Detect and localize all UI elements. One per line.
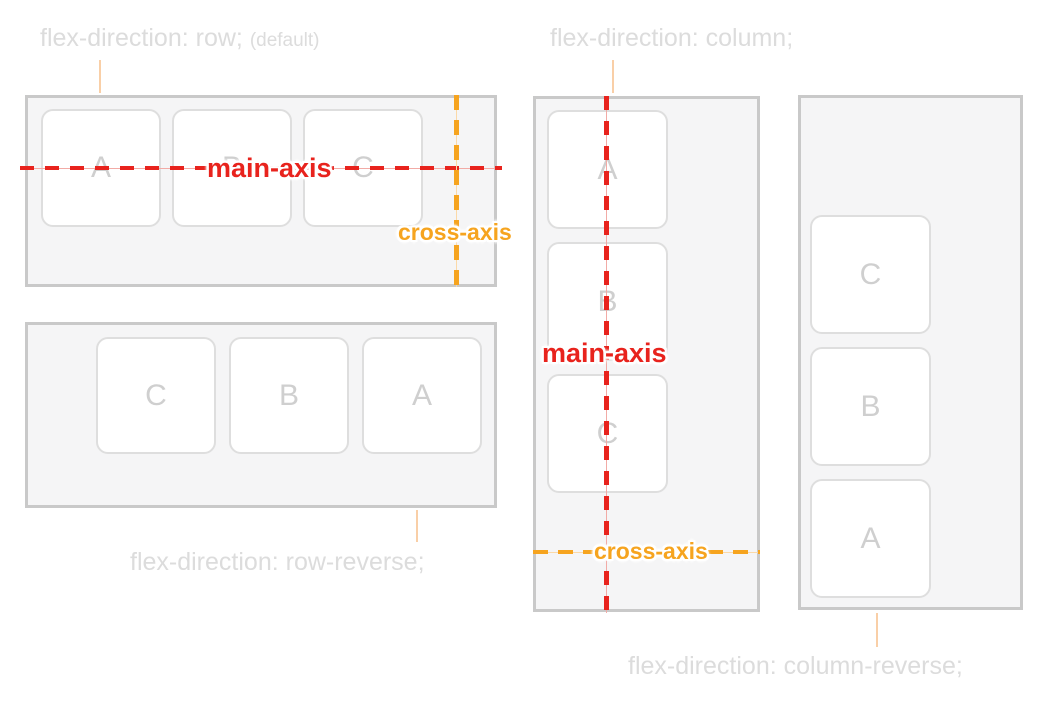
cross-axis-label-column: cross-axis bbox=[594, 538, 708, 564]
caption-column-reverse-text: flex-direction: column-reverse; bbox=[628, 652, 963, 680]
caption-connector-column bbox=[612, 60, 614, 93]
main-axis-label-row: main-axis bbox=[207, 153, 332, 183]
cross-axis-line-column bbox=[533, 550, 760, 554]
flex-item-a: A bbox=[362, 337, 482, 454]
main-axis-line-column bbox=[604, 96, 609, 613]
cross-axis-line-row bbox=[454, 95, 459, 287]
main-axis-line-row bbox=[20, 166, 502, 170]
caption-column-reverse: flex-direction: column-reverse; bbox=[628, 652, 963, 681]
caption-row-suffix: (default) bbox=[249, 30, 320, 51]
caption-connector-column-reverse bbox=[876, 613, 878, 647]
flex-item-b: B bbox=[810, 347, 931, 466]
caption-row: flex-direction: row; (default) bbox=[40, 24, 320, 53]
flex-item-c: C bbox=[96, 337, 216, 454]
caption-connector-row-reverse bbox=[416, 510, 418, 542]
caption-row-reverse: flex-direction: row-reverse; bbox=[130, 548, 425, 577]
flex-item-a: A bbox=[810, 479, 931, 598]
caption-column-text: flex-direction: column; bbox=[550, 24, 794, 52]
flex-item-c: C bbox=[810, 215, 931, 334]
flex-item-b: B bbox=[229, 337, 349, 454]
caption-row-text: flex-direction: row; bbox=[40, 24, 243, 52]
caption-row-reverse-text: flex-direction: row-reverse; bbox=[130, 548, 425, 576]
cross-axis-label-row: cross-axis bbox=[398, 219, 512, 245]
flex-container-column-reverse: A B C bbox=[798, 95, 1023, 610]
main-axis-label-column: main-axis bbox=[542, 338, 667, 368]
flex-container-row-reverse: A B C bbox=[25, 322, 497, 508]
caption-connector-row bbox=[99, 60, 101, 93]
caption-column: flex-direction: column; bbox=[550, 24, 793, 53]
flex-container-row: A B C bbox=[25, 95, 497, 287]
